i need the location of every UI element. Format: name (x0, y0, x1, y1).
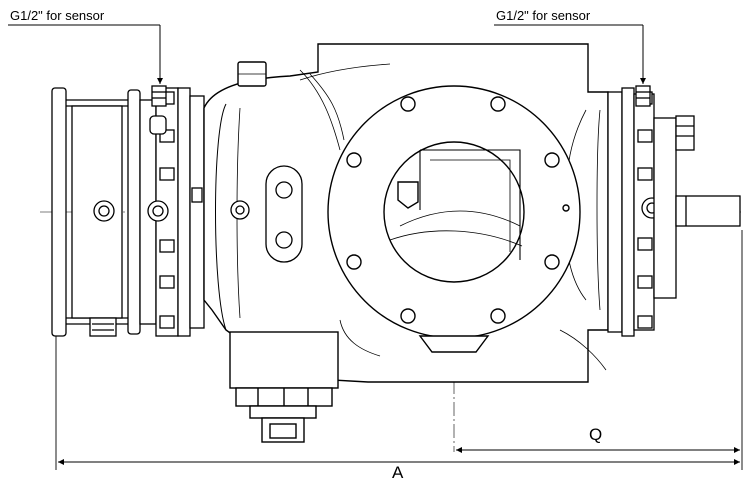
dimension-a: A (58, 459, 740, 482)
dimension-a-label: A (392, 463, 404, 482)
left-flange-stack (139, 87, 205, 337)
left-sensor-port (151, 85, 167, 107)
dimension-extension-lines (55, 230, 743, 470)
actuator-bracket (191, 165, 303, 263)
sensor-label-left: G1/2" for sensor (10, 8, 105, 23)
inlet-flange (51, 87, 141, 337)
dimension-q: Q (456, 425, 740, 453)
sensor-callout-left: G1/2" for sensor (8, 8, 163, 84)
dimension-q-label: Q (589, 425, 602, 444)
motor-box (229, 331, 339, 443)
right-sensor-port (635, 85, 651, 107)
drive-shaft (675, 195, 741, 227)
rotor-flange (327, 85, 581, 353)
sensor-callout-right: G1/2" for sensor (494, 8, 646, 84)
sensor-label-right: G1/2" for sensor (496, 8, 591, 23)
right-flange-stack (607, 87, 695, 337)
